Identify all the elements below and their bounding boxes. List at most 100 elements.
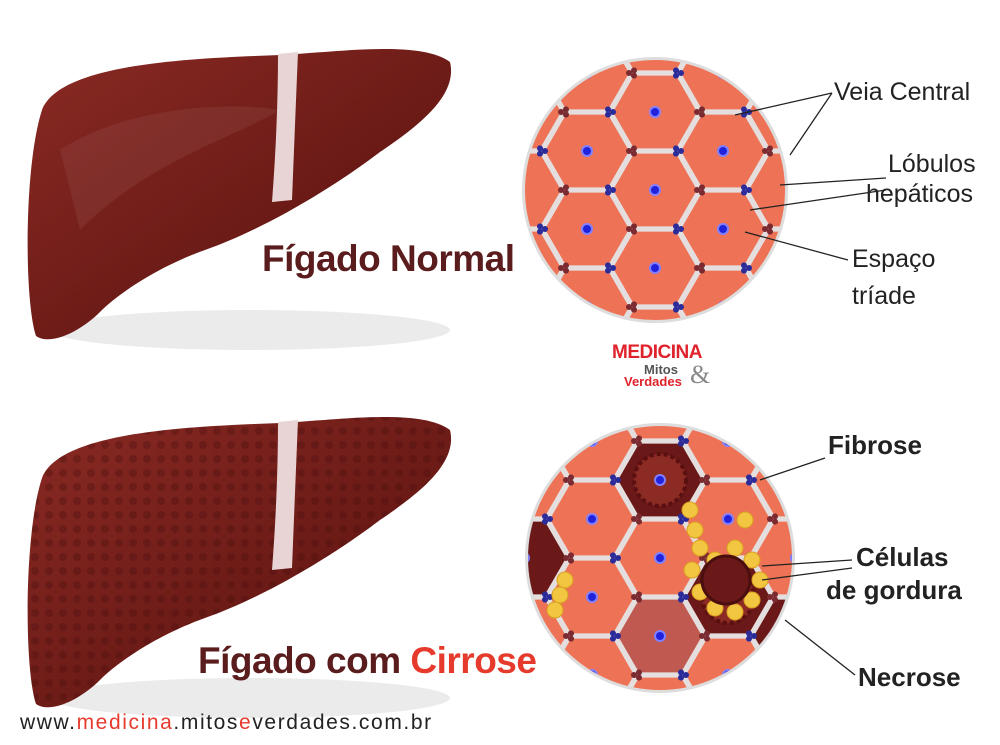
portal-triad [767, 150, 773, 157]
portal-triad [636, 596, 642, 603]
portal-triad [636, 674, 642, 681]
normal-liver [27, 49, 452, 350]
title-cirrhosis-liver: Fígado com Cirrose [198, 640, 537, 682]
label-espaco: Espaço [852, 245, 936, 273]
portal-triad [741, 184, 747, 191]
portal-triad [500, 597, 506, 603]
title-normal-liver: Fígado Normal [262, 238, 515, 279]
portal-triad [704, 402, 710, 408]
central-vein [717, 145, 729, 157]
portal-triad [699, 262, 705, 269]
portal-triad [631, 672, 637, 678]
central-vein [649, 184, 661, 196]
portal-triad [767, 72, 773, 79]
portal-triad [542, 226, 548, 232]
portal-triad [631, 438, 637, 444]
medicina-logo: MEDICINA Mitos Verdades & [612, 342, 710, 389]
portal-triad [610, 557, 616, 564]
portal-triad [537, 301, 543, 308]
portal-triad [615, 711, 621, 717]
portal-triad [495, 229, 501, 235]
footer-url[interactable]: www.medicina.mitoseverdades.com.br [20, 711, 433, 735]
portal-triad [605, 262, 611, 269]
portal-triad [673, 228, 679, 235]
portal-triad [741, 340, 747, 346]
portal-triad [568, 630, 574, 637]
portal-triad [814, 669, 820, 675]
portal-triad [474, 187, 480, 193]
portal-triad [835, 555, 841, 561]
portal-triad [746, 635, 752, 642]
portal-triad [704, 479, 710, 486]
portal-triad [673, 0, 679, 1]
central-vein [581, 223, 593, 235]
fat-cell [726, 539, 744, 557]
ligament [272, 52, 298, 202]
portal-triad [746, 708, 752, 714]
portal-triad [767, 438, 773, 444]
portal-triad [568, 474, 574, 481]
portal-triad [636, 435, 642, 442]
portal-triad [767, 228, 773, 235]
portal-triad [678, 70, 684, 76]
portal-triad [809, 73, 815, 79]
portal-triad [746, 187, 752, 193]
portal-triad [694, 109, 700, 115]
necrotic-cell [528, 521, 566, 595]
portal-triad [631, 145, 637, 152]
portal-triad [610, 402, 616, 408]
central-vein [650, 29, 660, 39]
normal-lobule-diagram [474, 0, 836, 346]
logo-ampersand: & [690, 360, 711, 389]
portal-triad [610, 265, 616, 271]
central-vein [514, 263, 524, 273]
portal-triad [699, 111, 705, 118]
portal-triad [495, 151, 501, 157]
portal-triad [699, 477, 705, 483]
portal-triad [500, 513, 506, 519]
portal-triad [563, 34, 569, 40]
portal-triad [568, 552, 574, 559]
portal-triad [636, 591, 642, 598]
label-triade: tríade [852, 282, 916, 310]
portal-triad [537, 228, 543, 235]
portal-triad [694, 187, 700, 193]
portal-triad [537, 150, 543, 157]
fat-cell [691, 539, 709, 557]
cirrhotic-liver [27, 417, 452, 718]
portal-triad [746, 474, 752, 481]
central-vein [649, 106, 661, 118]
label-de-gordura: de gordura [826, 575, 962, 605]
portal-triad [678, 596, 684, 603]
portal-triad [741, 189, 747, 196]
portal-triad [626, 148, 632, 154]
fat-cell [686, 521, 704, 539]
portal-triad [631, 516, 637, 522]
portal-triad [605, 340, 611, 346]
central-vein [717, 223, 729, 235]
portal-triad [610, 31, 616, 37]
central-vein [514, 107, 524, 117]
portal-triad [683, 594, 689, 600]
portal-triad [814, 597, 820, 603]
portal-triad [631, 67, 637, 74]
portal-triad [814, 519, 820, 525]
central-vein [586, 513, 598, 525]
portal-triad [568, 402, 574, 408]
portal-triad [683, 438, 689, 444]
central-vein [586, 591, 598, 603]
portal-triad [605, 106, 611, 113]
portal-triad [772, 518, 778, 525]
title-prefix: Fígado com [198, 640, 411, 681]
central-vein [655, 709, 665, 719]
central-vein [654, 630, 666, 642]
portal-triad [830, 109, 836, 115]
portal-triad [699, 555, 705, 561]
portal-triad [746, 630, 752, 637]
portal-triad [809, 223, 815, 229]
portal-triad [814, 513, 820, 519]
central-vein [790, 552, 792, 564]
portal-triad [563, 111, 569, 118]
portal-triad [746, 265, 752, 271]
hepatic-lobule-cell [754, 521, 792, 595]
